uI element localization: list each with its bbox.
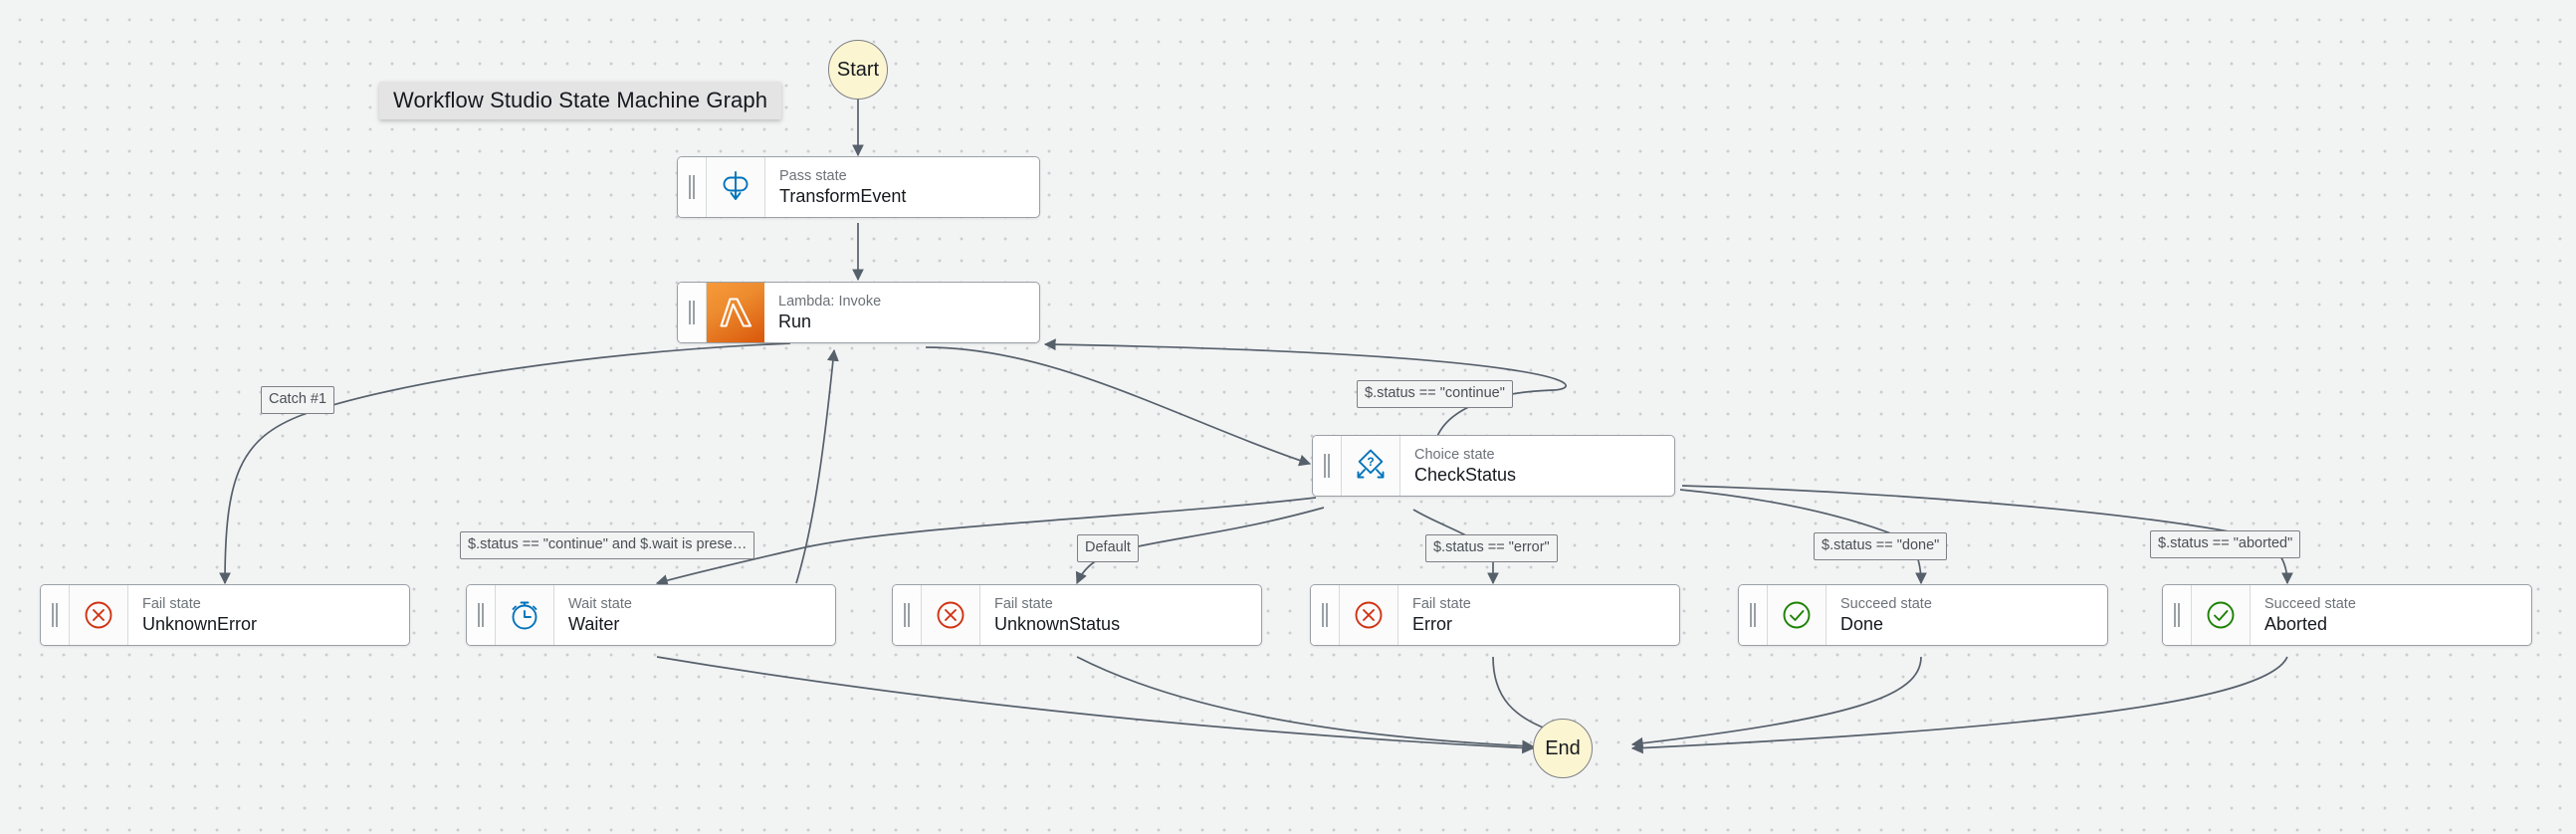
fail-state-icon [70, 585, 128, 645]
state-kind-label: Succeed state [1840, 595, 1932, 612]
edge-done-to-end [1630, 656, 1922, 749]
state-kind-label: Fail state [994, 595, 1053, 612]
succeed-state-icon [1768, 585, 1826, 645]
state-kind-label: Lambda: Invoke [778, 293, 882, 310]
state-node-error[interactable]: Fail state Error [1310, 584, 1680, 646]
state-node-aborted[interactable]: Succeed state Aborted [2162, 584, 2532, 646]
state-name-label: UnknownError [142, 613, 258, 634]
drag-handle-icon[interactable] [678, 283, 707, 342]
edge-checkstatus-to-waiter [655, 497, 1317, 586]
state-node-unknownerror[interactable]: Fail state UnknownError [40, 584, 410, 646]
state-name-label: Waiter [568, 613, 620, 634]
state-kind-label: Fail state [142, 595, 201, 612]
drag-handle-icon[interactable] [2163, 585, 2192, 645]
edge-aborted-to-end [1630, 656, 2288, 754]
edge-label-aborted[interactable]: $.status == "aborted" [2150, 530, 2301, 558]
edge-label-error[interactable]: $.status == "error" [1425, 534, 1558, 562]
drag-handle-icon[interactable] [1311, 585, 1340, 645]
state-kind-label: Succeed state [2264, 595, 2356, 612]
edge-label-continue-and-wait[interactable]: $.status == "continue" and $.wait is pre… [460, 531, 755, 559]
end-node[interactable]: End [1533, 719, 1593, 778]
start-node-label: Start [836, 58, 880, 81]
drag-handle-icon[interactable] [1739, 585, 1768, 645]
lambda-icon [707, 283, 764, 342]
state-node-unknownstatus[interactable]: Fail state UnknownStatus [892, 584, 1262, 646]
pass-state-icon [707, 157, 765, 217]
state-kind-label: Choice state [1414, 446, 1495, 463]
state-name-label: UnknownStatus [994, 613, 1121, 634]
edge-waiter-to-end [656, 656, 1535, 754]
fail-state-icon [1340, 585, 1398, 645]
drag-handle-icon[interactable] [467, 585, 496, 645]
state-node-transformevent[interactable]: Pass state TransformEvent [677, 156, 1040, 218]
edge-run-to-checkstatus [925, 346, 1312, 467]
state-name-label: Error [1412, 613, 1452, 634]
svg-text:?: ? [1367, 455, 1374, 469]
state-kind-label: Pass state [779, 167, 847, 184]
edge-waiter-to-run [795, 348, 839, 584]
state-kind-label: Fail state [1412, 595, 1471, 612]
state-node-done[interactable]: Succeed state Done [1738, 584, 2108, 646]
state-name-label: Run [778, 311, 812, 331]
edge-label-continue[interactable]: $.status == "continue" [1357, 380, 1513, 408]
state-name-label: Done [1840, 613, 1884, 634]
edge-label-done[interactable]: $.status == "done" [1814, 532, 1948, 560]
fail-state-icon [922, 585, 980, 645]
drag-handle-icon[interactable] [893, 585, 922, 645]
state-name-label: CheckStatus [1414, 464, 1517, 485]
state-node-run[interactable]: Lambda: Invoke Run [677, 282, 1040, 343]
graph-title-chip: Workflow Studio State Machine Graph [379, 82, 782, 119]
state-node-checkstatus[interactable]: ? Choice state CheckStatus [1312, 435, 1675, 497]
state-node-waiter[interactable]: Wait state Waiter [466, 584, 836, 646]
state-name-label: TransformEvent [779, 185, 907, 206]
state-kind-label: Wait state [568, 595, 632, 612]
drag-handle-icon[interactable] [41, 585, 70, 645]
edge-label-catch1[interactable]: Catch #1 [261, 386, 335, 414]
drag-handle-icon[interactable] [1313, 436, 1342, 496]
end-node-label: End [1545, 736, 1581, 759]
succeed-state-icon [2192, 585, 2251, 645]
edge-label-default[interactable]: Default [1077, 534, 1139, 562]
choice-state-icon: ? [1342, 436, 1400, 496]
start-node[interactable]: Start [828, 40, 888, 100]
edge-unknownstatus-to-end [1076, 656, 1535, 752]
edge-error-to-end [1492, 656, 1559, 735]
wait-state-icon [496, 585, 554, 645]
drag-handle-icon[interactable] [678, 157, 707, 217]
state-name-label: Aborted [2264, 613, 2328, 634]
